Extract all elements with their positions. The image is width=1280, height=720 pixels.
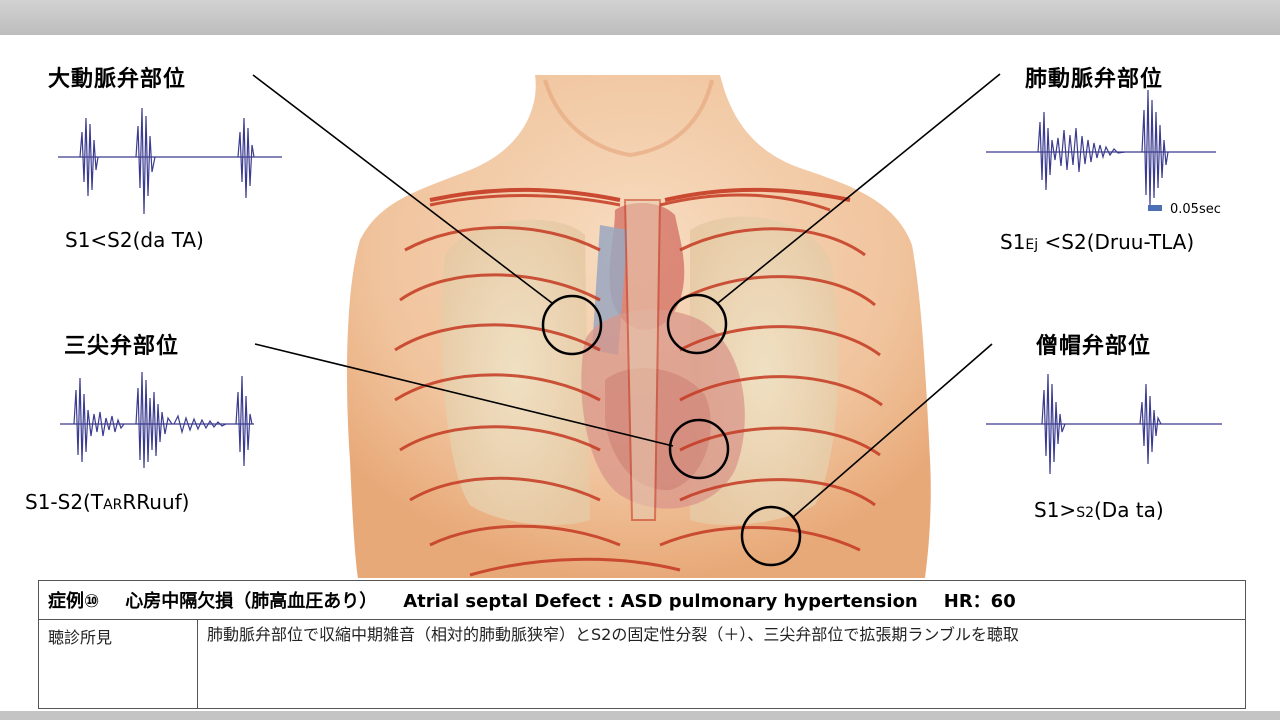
pulmonic-site-circle: [666, 293, 728, 355]
finding-text: 肺動脈弁部位で収縮中期雑音（相対的肺動脈狭窄）とS2の固定性分裂（＋）、三尖弁部…: [197, 619, 1246, 709]
case-number: 症例⑩: [48, 591, 100, 612]
tricuspid-site-circle: [668, 418, 730, 480]
pulmonic-relation-b: <S2(Druu-TLA): [1038, 230, 1195, 254]
time-scale-bar: [1148, 205, 1162, 211]
mitral-relation-a: S1>: [1034, 498, 1077, 522]
pulmonic-relation-a: S1: [1000, 230, 1026, 254]
mitral-relation-b: (Da ta): [1093, 498, 1164, 522]
tricuspid-site-title: 三尖弁部位: [64, 334, 180, 359]
bottom-bar: [0, 711, 1280, 720]
pulmonic-callout-line: [717, 73, 1001, 304]
aortic-site-circle: [541, 294, 603, 356]
left-clavicle: [429, 187, 621, 202]
pulmonic-site-title: 肺動脈弁部位: [1025, 67, 1164, 92]
aortic-callout-line: [252, 74, 553, 304]
case-finding-row: 聴診所見 肺動脈弁部位で収縮中期雑音（相対的肺動脈狭窄）とS2の固定性分裂（＋）…: [38, 619, 1246, 709]
mitral-site-title: 僧帽弁部位: [1036, 334, 1152, 359]
pulmonic-waveform: [986, 89, 1216, 206]
pulmonic-relation: S1Ej <S2(Druu-TLA): [1000, 230, 1194, 254]
tricuspid-waveform: [60, 371, 254, 469]
left-lung: [441, 219, 590, 526]
aortic-relation: S1<S2(da TA): [65, 228, 204, 252]
tricuspid-relation-b: RRuuf): [122, 490, 190, 514]
mitral-callout-line: [791, 343, 993, 519]
case-table: 症例⑩ 心房中隔欠損（肺高血圧あり） Atrial septal Defect : …: [38, 580, 1246, 709]
tricuspid-callout-line: [254, 343, 674, 447]
time-scale-label: 0.05sec: [1170, 202, 1221, 217]
aortic-site-title: 大動脈弁部位: [48, 67, 187, 92]
mitral-relation: S1>S2(Da ta): [1034, 498, 1164, 522]
neck-shading: [543, 79, 714, 158]
tricuspid-relation-small: AR: [103, 497, 123, 513]
rib-cage: [394, 193, 883, 577]
top-bar: [0, 0, 1280, 35]
right-clavicle: [664, 187, 851, 202]
case-title-row: 症例⑩ 心房中隔欠損（肺高血圧あり） Atrial septal Defect : …: [38, 580, 1246, 620]
case-heart-rate: HR：60: [943, 591, 1016, 612]
tricuspid-relation-a: S1-S2(T: [25, 490, 104, 514]
case-title-cell: 症例⑩ 心房中隔欠損（肺高血圧あり） Atrial septal Defect : …: [38, 580, 1246, 620]
tricuspid-relation: S1-S2(TARRRuuf): [25, 490, 189, 514]
mitral-relation-small: S2: [1076, 505, 1094, 521]
pulmonic-relation-small: Ej: [1025, 237, 1039, 253]
case-name-en: Atrial septal Defect : ASD pulmonary hyp…: [403, 591, 918, 612]
case-name-ja: 心房中隔欠損（肺高血圧あり）: [125, 591, 378, 612]
mitral-waveform: [986, 373, 1222, 475]
mitral-site-circle: [740, 505, 802, 567]
aortic-waveform: [58, 107, 282, 215]
finding-label: 聴診所見: [38, 619, 198, 709]
